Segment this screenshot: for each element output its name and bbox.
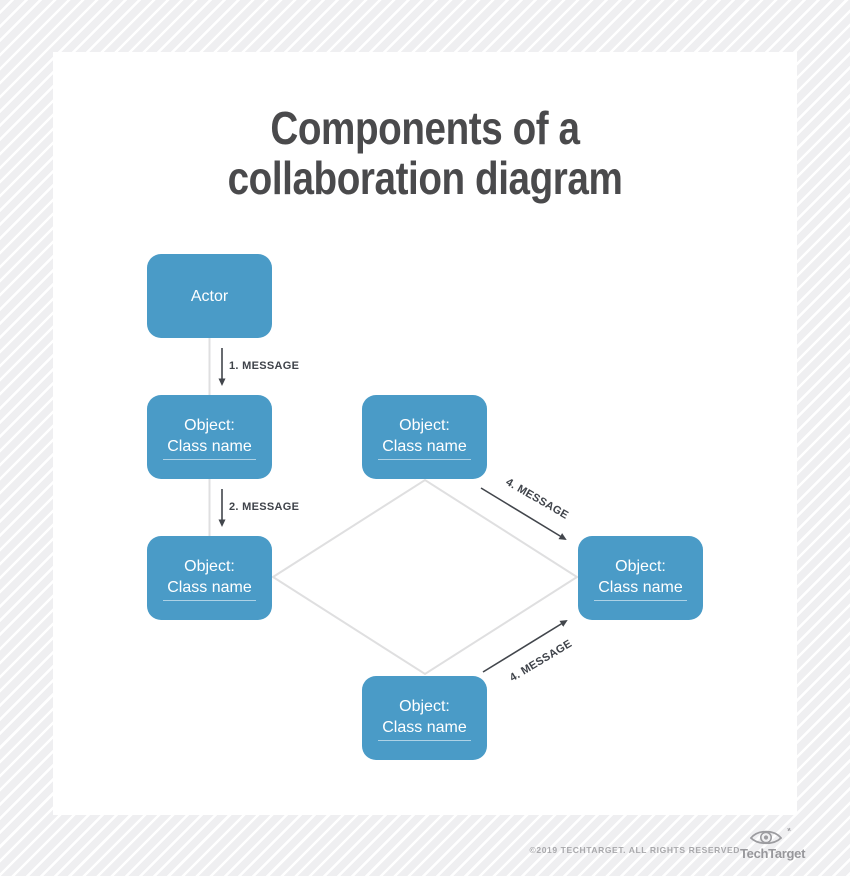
object-title: Object: xyxy=(399,416,450,434)
techtarget-eye-icon xyxy=(750,827,791,845)
node-actor-label: Actor xyxy=(190,287,229,305)
page-title: Components of a collaboration diagram xyxy=(68,103,782,203)
node-actor: Actor xyxy=(147,254,272,338)
node-object-left-bottom: Object: Class name xyxy=(147,536,272,620)
copyright-text: ©2019 TECHTARGET. ALL RIGHTS RESERVED xyxy=(529,845,740,855)
node-object-left-middle: Object: Class name xyxy=(147,395,272,479)
node-object-center-bottom: Object: Class name xyxy=(362,676,487,760)
object-class-name: Class name xyxy=(163,436,256,460)
page-title-line2: collaboration diagram xyxy=(227,152,623,204)
object-class-name: Class name xyxy=(378,436,471,460)
label-message-1: 1. MESSAGE xyxy=(229,360,300,372)
techtarget-wordmark: TechTarget xyxy=(740,846,806,861)
object-class-name: Class name xyxy=(594,577,687,601)
object-class-name: Class name xyxy=(163,577,256,601)
object-title: Object: xyxy=(184,416,235,434)
page-title-line1: Components of a xyxy=(270,102,580,154)
object-title: Object: xyxy=(184,557,235,575)
object-title: Object: xyxy=(615,557,666,575)
techtarget-logo: TechTarget xyxy=(740,826,806,861)
label-message-2: 2. MESSAGE xyxy=(229,501,300,513)
object-class-name: Class name xyxy=(378,717,471,741)
node-object-center-top: Object: Class name xyxy=(362,395,487,479)
object-title: Object: xyxy=(399,697,450,715)
node-object-right: Object: Class name xyxy=(578,536,703,620)
